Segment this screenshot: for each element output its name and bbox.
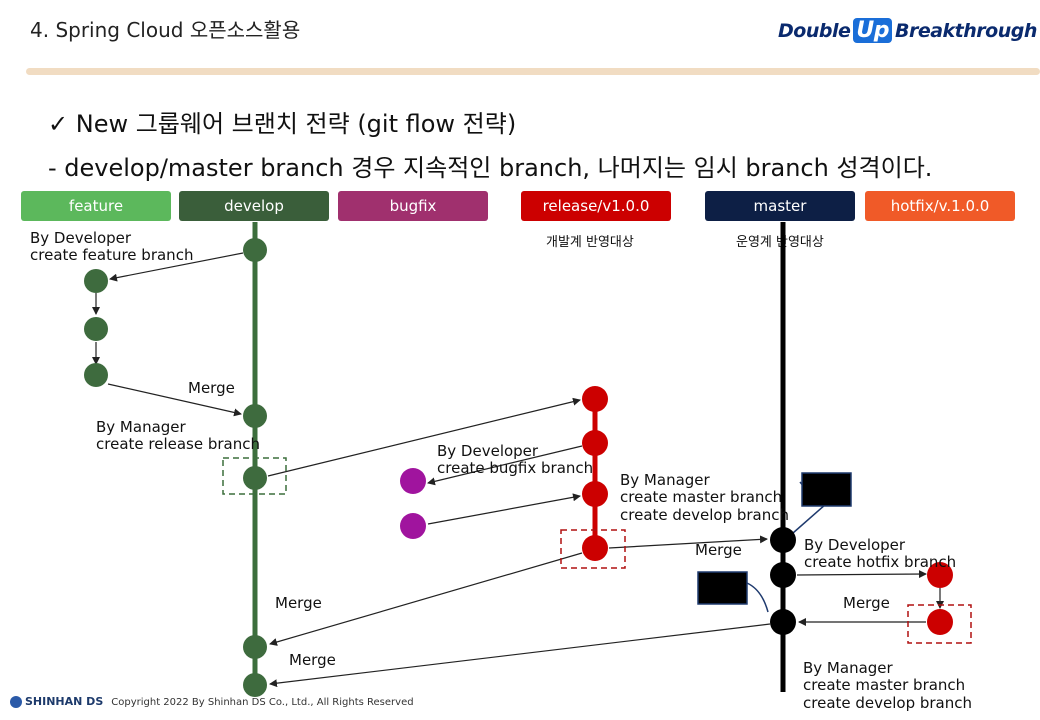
arrow-release-to-master — [608, 535, 768, 549]
master-node — [770, 562, 796, 588]
shinhan-logo-icon — [10, 696, 22, 708]
arrow-feature-merge — [107, 383, 242, 417]
annotation-text: Merge — [188, 379, 235, 397]
annotation-text: By Manager — [96, 418, 187, 436]
callout-box-hotfix — [697, 571, 748, 605]
branch-label-master: master — [705, 191, 855, 221]
feature-node — [84, 317, 108, 341]
master-target-note: 운영계 반영대상 — [736, 235, 824, 250]
branch-label-release: release/v1.0.0 — [521, 191, 671, 221]
develop-node — [243, 673, 267, 697]
footer-brand: SHINHAN DS — [25, 695, 104, 708]
arrow-develop-to-feature — [109, 252, 244, 282]
develop-node — [243, 635, 267, 659]
master-node — [770, 527, 796, 553]
callout-box-master — [801, 472, 852, 507]
bugfix-node — [400, 513, 426, 539]
arrow-develop-to-release — [267, 397, 581, 477]
branch-label-develop: develop — [179, 191, 329, 221]
annotation-text: create develop branch — [803, 694, 972, 712]
annotation-text: create release branch — [96, 435, 260, 453]
annotation-text: By Developer — [30, 229, 132, 247]
slide-title: 4. Spring Cloud 오픈소스활용 — [30, 18, 301, 42]
branch-label-hotfix: hotfix/v.1.0.0 — [865, 191, 1015, 221]
release-node — [582, 481, 608, 507]
header-divider — [26, 68, 1040, 75]
develop-node — [243, 404, 267, 428]
annotation-text: Merge — [289, 651, 336, 669]
footer-copyright: Copyright 2022 By Shinhan DS Co., Ltd., … — [111, 697, 414, 708]
bugfix-node — [400, 468, 426, 494]
annotation-text: By Manager — [620, 471, 711, 489]
bullet-description: - develop/master branch 경우 지속적인 branch, … — [48, 154, 933, 182]
arrow-release-to-bugfix — [427, 445, 583, 486]
release-node — [582, 535, 608, 561]
develop-node — [243, 238, 267, 262]
feature-node — [84, 269, 108, 293]
annotation-text: create hotfix branch — [804, 553, 956, 571]
hotfix-end-highlight — [907, 604, 972, 644]
annotation-text: create master branch — [803, 676, 965, 694]
footer: SHINHAN DS Copyright 2022 By Shinhan DS C… — [10, 695, 414, 708]
annotation-text: By Developer — [804, 536, 906, 554]
annotation-text: create develop branch — [620, 506, 789, 524]
release-node — [582, 430, 608, 456]
release-node — [582, 386, 608, 412]
annotation-text: create master branch — [620, 488, 782, 506]
develop-node — [243, 466, 267, 490]
master-node — [770, 609, 796, 635]
bullet-strategy: ✓ New 그룹웨어 브랜치 전략 (git flow 전략) — [48, 110, 517, 138]
annotation-text: Merge — [695, 541, 742, 559]
annotation-text: Merge — [275, 594, 322, 612]
arrow-release-to-develop — [269, 552, 583, 646]
annotation-text: By Manager — [803, 659, 894, 677]
release-start-highlight — [222, 457, 287, 495]
annotation-text: Merge — [843, 594, 890, 612]
hotfix-node — [927, 562, 953, 588]
release-end-highlight — [560, 529, 626, 569]
release-target-note: 개발계 반영대상 — [546, 235, 634, 250]
arrow-master-to-hotfix — [796, 570, 927, 579]
annotation-text: create bugfix branch — [437, 459, 593, 477]
annotation-text: By Developer — [437, 442, 539, 460]
branch-label-bugfix: bugfix — [338, 191, 488, 221]
annotation-text: create feature branch — [30, 246, 193, 264]
arrow-bugfix-merge — [427, 493, 581, 525]
arrow-master-to-develop — [269, 623, 771, 688]
branch-label-feature: feature — [21, 191, 171, 221]
hotfix-node — [927, 609, 953, 635]
feature-node — [84, 363, 108, 387]
